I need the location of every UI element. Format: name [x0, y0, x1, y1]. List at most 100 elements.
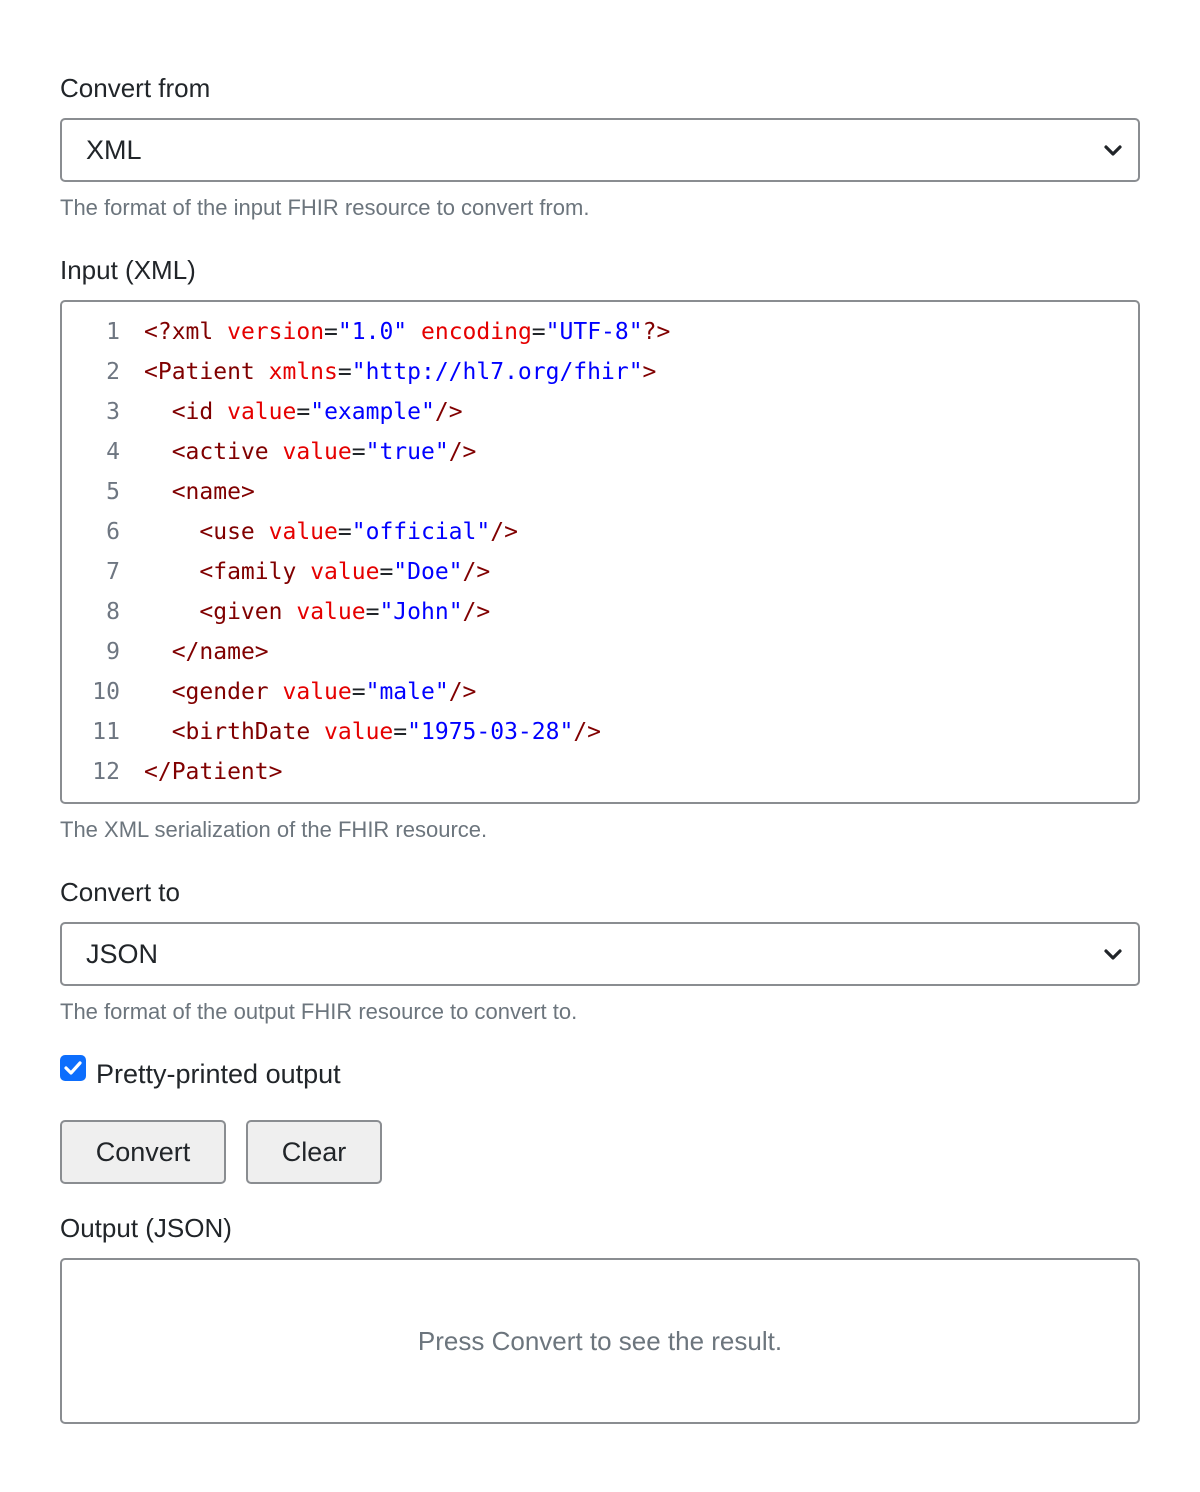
code-token-punc	[144, 559, 199, 585]
chevron-down-icon	[1104, 145, 1122, 156]
code-token-tag: >	[642, 359, 657, 385]
code-token-punc: =	[351, 439, 366, 465]
line-number: 10	[92, 679, 120, 705]
code-token-punc	[255, 519, 269, 545]
code-line: 11 <birthDate value="1975-03-28"/>	[62, 712, 1138, 752]
convert-to-select[interactable]: JSON	[60, 922, 1140, 986]
code-token-val: "http://hl7.org/fhir"	[351, 359, 643, 385]
output-panel: Press Convert to see the result.	[60, 1258, 1140, 1424]
code-token-punc	[144, 399, 172, 425]
line-number: 9	[106, 639, 120, 665]
code-token-val: "Doe"	[393, 559, 463, 585]
code-token-tag: <Patient	[144, 359, 255, 385]
code-token-tag: <use	[199, 519, 255, 545]
line-number: 4	[106, 439, 120, 465]
code-text: <given value="John"/>	[144, 592, 490, 632]
convert-to-label: Convert to	[60, 877, 180, 907]
code-token-tag: <?xml	[144, 319, 214, 345]
code-token-punc: =	[337, 519, 352, 545]
line-number: 2	[106, 359, 120, 385]
code-token-punc	[269, 439, 283, 465]
code-token-tag: <gender	[171, 679, 269, 705]
code-token-tag: <active	[171, 439, 269, 465]
code-token-punc: =	[393, 719, 408, 745]
convert-from-select[interactable]: XML	[60, 118, 1140, 182]
code-line: 5 <name>	[62, 472, 1138, 512]
code-token-tag: ?>	[642, 319, 671, 345]
pretty-print-checkbox[interactable]	[60, 1055, 86, 1081]
code-token-val: "John"	[379, 599, 463, 625]
input-hint: The XML serialization of the FHIR resour…	[60, 817, 488, 842]
code-text: </name>	[144, 632, 269, 672]
code-token-attr: value	[227, 399, 297, 425]
code-token-punc	[144, 719, 172, 745]
code-token-punc: =	[324, 319, 338, 345]
line-number: 1	[106, 319, 120, 345]
code-token-tag: <family	[199, 559, 297, 585]
convert-to-selected: JSON	[86, 939, 159, 969]
line-number: 6	[106, 519, 120, 545]
code-token-val: "UTF-8"	[545, 319, 643, 345]
code-token-punc: =	[379, 559, 394, 585]
code-text: <Patient xmlns="http://hl7.org/fhir">	[144, 352, 656, 392]
code-text: <active value="true"/>	[144, 432, 477, 472]
output-label: Output (JSON)	[60, 1213, 232, 1243]
code-line: 7 <family value="Doe"/>	[62, 552, 1138, 592]
code-text: <?xml version="1.0" encoding="UTF-8"?>	[144, 312, 670, 352]
code-token-attr: version	[227, 319, 325, 345]
code-token-punc	[144, 479, 172, 505]
code-token-attr: value	[310, 559, 380, 585]
code-token-tag: <birthDate	[171, 719, 311, 745]
convert-from-label: Convert from	[60, 73, 211, 103]
code-text: <family value="Doe"/>	[144, 552, 490, 592]
code-token-tag: />	[434, 399, 463, 425]
code-text: <gender value="male"/>	[144, 672, 477, 712]
code-token-punc	[282, 599, 296, 625]
code-text: <use value="official"/>	[144, 512, 518, 552]
code-token-tag: />	[462, 599, 491, 625]
input-label: Input (XML)	[60, 255, 196, 285]
line-number: 12	[92, 759, 120, 785]
code-token-tag: />	[490, 519, 518, 545]
code-line: 10 <gender value="male"/>	[62, 672, 1138, 712]
line-number: 8	[106, 599, 120, 625]
code-token-attr: value	[282, 679, 352, 705]
code-token-val: "1.0"	[337, 319, 408, 345]
code-token-punc	[144, 519, 199, 545]
code-line: 3 <id value="example"/>	[62, 392, 1138, 432]
input-code-editor[interactable]: 1<?xml version="1.0" encoding="UTF-8"?>2…	[60, 300, 1140, 804]
code-token-tag: </name>	[171, 639, 269, 665]
check-icon	[64, 1061, 82, 1075]
line-number: 5	[106, 479, 120, 505]
code-token-val: "true"	[365, 439, 449, 465]
code-line: 1<?xml version="1.0" encoding="UTF-8"?>	[62, 312, 1138, 352]
code-token-tag: />	[448, 679, 477, 705]
clear-button[interactable]: Clear	[246, 1120, 382, 1184]
output-placeholder: Press Convert to see the result.	[417, 1326, 783, 1356]
code-token-punc	[144, 639, 172, 665]
code-token-attr: value	[268, 519, 338, 545]
code-token-val: "official"	[351, 519, 491, 545]
code-token-tag: <id	[171, 399, 214, 425]
convert-from-hint: The format of the input FHIR resource to…	[60, 195, 590, 220]
code-token-tag: <given	[199, 599, 283, 625]
code-line: 8 <given value="John"/>	[62, 592, 1138, 632]
code-token-attr: value	[324, 719, 394, 745]
code-line: 6 <use value="official"/>	[62, 512, 1138, 552]
pretty-print-label[interactable]: Pretty-printed output	[96, 1059, 341, 1089]
code-token-punc: =	[351, 679, 366, 705]
code-token-tag: </Patient>	[144, 759, 283, 785]
convert-button[interactable]: Convert	[60, 1120, 226, 1184]
code-token-punc: =	[337, 359, 352, 385]
code-text: <birthDate value="1975-03-28"/>	[144, 712, 601, 752]
convert-to-hint: The format of the output FHIR resource t…	[60, 999, 578, 1024]
code-text: </Patient>	[144, 752, 282, 792]
code-token-punc	[310, 719, 324, 745]
code-token-val: "1975-03-28"	[407, 719, 574, 745]
code-text: <name>	[144, 472, 255, 512]
code-token-punc: =	[365, 599, 380, 625]
code-token-punc	[144, 599, 199, 625]
chevron-down-icon	[1104, 949, 1122, 960]
line-number: 11	[92, 719, 120, 745]
code-token-punc	[296, 559, 310, 585]
